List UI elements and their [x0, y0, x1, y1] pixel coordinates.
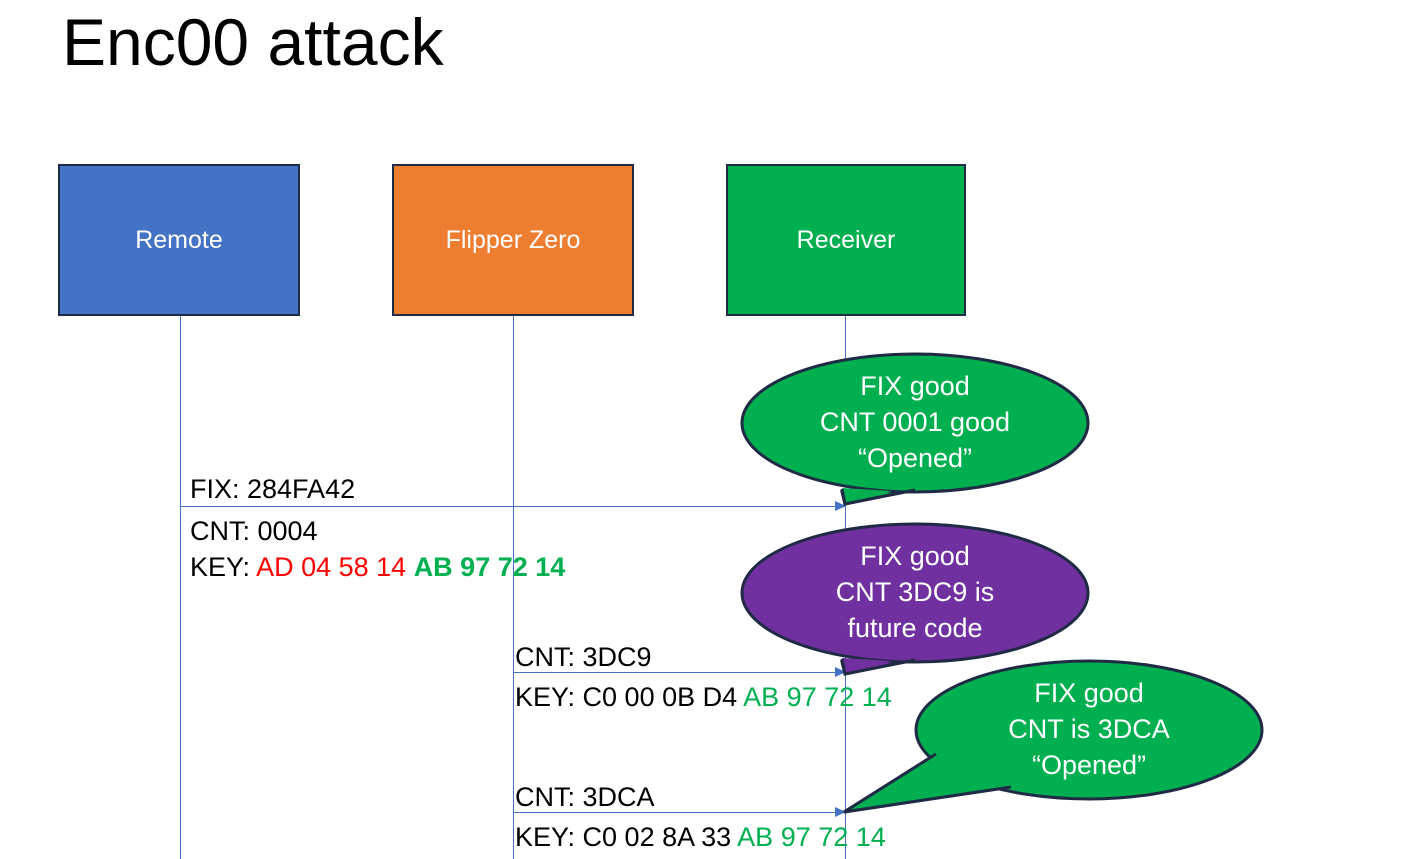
callout-bubble-receiver-future-code: FIX good CNT 3DC9 is future code — [740, 522, 1090, 676]
message-arrow-remote-to-receiver — [180, 501, 846, 511]
actor-label-remote: Remote — [135, 225, 223, 254]
message-label-key-2: KEY: C0 00 0B D4 AB 97 72 14 — [515, 679, 892, 715]
message-label-cnt-2: CNT: 3DC9 — [515, 642, 652, 672]
actor-label-receiver: Receiver — [796, 225, 896, 254]
callout-shape-3 — [843, 659, 1264, 814]
lifeline-flipper — [513, 316, 514, 859]
message-label-fix: FIX: 284FA42 — [190, 474, 356, 504]
message-label-key-3: KEY: C0 02 8A 33 AB 97 72 14 — [515, 819, 886, 855]
key-prefix-2: KEY: C0 00 0B D4 — [515, 682, 744, 712]
callout-bubble-receiver-first: FIX good CNT 0001 good “Opened” — [740, 352, 1090, 506]
lifeline-remote — [180, 316, 181, 859]
key-green-bytes-3: AB 97 72 14 — [737, 822, 886, 852]
key-green-bytes-2: AB 97 72 14 — [743, 682, 892, 712]
callout-bubble-receiver-opened-3dca: FIX good CNT is 3DCA “Opened” — [843, 659, 1264, 814]
message-label-key-1: KEY: AD 04 58 14 AB 97 72 14 — [190, 549, 565, 585]
key-red-bytes-1: AD 04 58 14 — [256, 552, 414, 582]
callout-shape-1 — [740, 352, 1090, 506]
key-prefix-1: KEY: — [190, 552, 257, 582]
slide-title: Enc00 attack — [62, 5, 444, 79]
actor-box-receiver[interactable]: Receiver — [726, 164, 966, 316]
actor-box-remote[interactable]: Remote — [58, 164, 300, 316]
key-prefix-3: KEY: C0 02 8A 33 — [515, 822, 738, 852]
message-arrow-flipper-to-receiver-2 — [513, 807, 846, 817]
message-label-cnt-1: CNT: 0004 — [190, 516, 318, 546]
message-label-cnt-3: CNT: 3DCA — [515, 782, 655, 812]
callout-shape-2 — [740, 522, 1090, 676]
actor-box-flipper[interactable]: Flipper Zero — [392, 164, 634, 316]
key-green-bytes-1: AB 97 72 14 — [413, 552, 566, 582]
message-arrow-flipper-to-receiver-1 — [513, 667, 846, 677]
actor-label-flipper: Flipper Zero — [445, 225, 581, 254]
